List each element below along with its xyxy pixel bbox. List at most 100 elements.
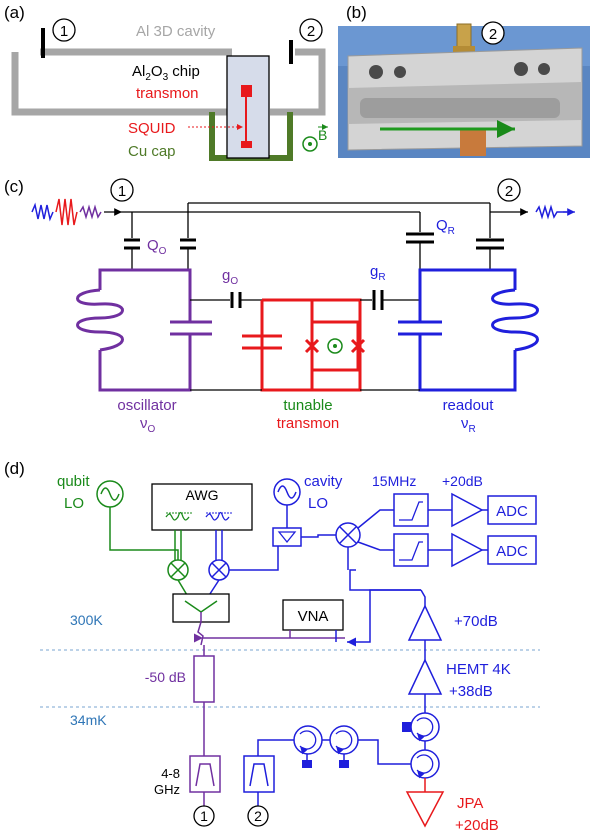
cavity-lo-to-mixer bbox=[229, 545, 279, 571]
d-port1-number: 1 bbox=[200, 808, 208, 824]
port2-circle-c bbox=[497, 178, 521, 202]
panel-b-label: (b) bbox=[346, 3, 367, 22]
filter-to-isolator bbox=[257, 739, 294, 756]
lowpass-filter-2-shape bbox=[399, 541, 423, 561]
switch-bend bbox=[197, 621, 204, 646]
copper-cap bbox=[460, 128, 486, 156]
readout-loop bbox=[418, 268, 517, 392]
attenuation-label: -50 dB bbox=[145, 669, 186, 685]
field-out-dot bbox=[308, 142, 312, 146]
awg-label: AWG bbox=[186, 487, 219, 503]
amp-20-label: +20dB bbox=[442, 473, 483, 489]
vna-label: VNA bbox=[298, 608, 329, 625]
awg-waveform-green bbox=[165, 511, 190, 521]
hemt-label: HEMT 4K bbox=[446, 661, 511, 678]
nu-r-label: νR bbox=[461, 415, 476, 435]
lowpass-filter-1-shape bbox=[399, 501, 423, 521]
output-filter-passband bbox=[249, 763, 269, 787]
transmon-pad-top bbox=[241, 85, 252, 97]
port2-number-photo: 2 bbox=[489, 26, 497, 43]
nu-o-label: νO bbox=[140, 415, 156, 435]
block-channel bbox=[360, 98, 560, 118]
panel-d: (d) 300K 34mK qubit LO AWG bbox=[4, 459, 540, 834]
isolator-1-arrow bbox=[299, 730, 317, 755]
oscillator-loop bbox=[98, 268, 192, 392]
switch-to-demod-mixer bbox=[349, 569, 421, 591]
d-port2-circle bbox=[247, 805, 269, 827]
lo-splitter-box bbox=[272, 527, 302, 547]
adc-2-label: ADC bbox=[496, 543, 528, 560]
lowpass-filter-1 bbox=[393, 493, 429, 527]
adc-1-label: ADC bbox=[496, 503, 528, 520]
upper-circulator-arrow bbox=[416, 717, 434, 742]
cavity-lo-sine bbox=[277, 485, 297, 499]
filter-15mhz-label: 15MHz bbox=[372, 473, 416, 489]
port2-circle-photo bbox=[481, 21, 505, 45]
josephson-junction-right bbox=[350, 338, 366, 354]
band-bottom: GHz bbox=[154, 782, 180, 797]
demod-to-filter1 bbox=[357, 509, 394, 529]
port2-circle bbox=[299, 18, 323, 42]
panel-c: (c) 1 2 QO QR bbox=[4, 177, 575, 435]
if-amplifier-2-icon bbox=[451, 532, 484, 568]
jpa-amplifier-icon bbox=[405, 791, 445, 828]
qubit-mixer-cross bbox=[170, 562, 186, 578]
sma-nut bbox=[453, 46, 475, 54]
jpa-gain: +20dB bbox=[455, 817, 499, 834]
temp-300k: 300K bbox=[70, 612, 103, 628]
awg-box bbox=[151, 483, 253, 531]
hole-3 bbox=[514, 62, 528, 76]
cu-cap-label: Cu cap bbox=[128, 143, 176, 160]
panel-d-label: (d) bbox=[4, 459, 25, 478]
port2-number: 2 bbox=[307, 23, 315, 40]
port1-number-c: 1 bbox=[118, 183, 126, 200]
demod-mixer-cross bbox=[339, 526, 357, 544]
output-switch bbox=[420, 589, 426, 606]
field-out-icon bbox=[302, 136, 318, 152]
cavity-lo-label: LO bbox=[308, 495, 328, 512]
adc-1-box bbox=[487, 495, 537, 525]
room-temp-amplifier-icon bbox=[407, 604, 443, 641]
cavity-mixer-cross bbox=[211, 562, 227, 578]
transmon-pad-bottom bbox=[241, 141, 252, 148]
go-label: gO bbox=[222, 267, 238, 287]
cavity-label: Al 3D cavity bbox=[136, 23, 216, 40]
gr-label: gR bbox=[370, 263, 386, 283]
hemt-amplifier-icon bbox=[407, 658, 443, 695]
tunable-label: tunable bbox=[283, 397, 332, 414]
input-filter-box bbox=[189, 755, 221, 793]
hole-1 bbox=[369, 65, 383, 79]
if-amplifier-1-icon bbox=[451, 492, 484, 528]
jpa-circulator-icon bbox=[410, 749, 440, 779]
panel-a-label: (a) bbox=[4, 3, 25, 22]
jpa-circulator-arrow bbox=[416, 754, 434, 779]
panel-b: (b) 2 bbox=[338, 3, 590, 158]
awg-waveform-blue bbox=[205, 511, 230, 521]
qubit-lo-label: LO bbox=[64, 495, 84, 512]
input-wave-red bbox=[55, 198, 78, 226]
isolator-2-arrow bbox=[335, 730, 353, 755]
qubit-lo-sine bbox=[100, 487, 120, 501]
vna-box bbox=[282, 599, 344, 631]
demod-to-filter2 bbox=[357, 541, 394, 551]
attenuator-box bbox=[193, 655, 215, 703]
port1-circle bbox=[52, 18, 76, 42]
port2-number-c: 2 bbox=[505, 183, 513, 200]
upper-circulator-termination bbox=[402, 722, 411, 732]
hole-2 bbox=[394, 66, 406, 78]
panel-a: (a) 1 2 Al 3D cavity Al2O3 chip transmon… bbox=[4, 3, 328, 161]
adc-2-box bbox=[487, 535, 537, 565]
hemt-gain: +38dB bbox=[449, 683, 493, 700]
qubit-lo-wire bbox=[109, 507, 179, 560]
field-label: B bbox=[318, 127, 327, 143]
input-wave-blue bbox=[31, 202, 54, 222]
port1-number: 1 bbox=[60, 23, 68, 40]
band-top: 4-8 bbox=[161, 766, 180, 781]
isolator-2-termination bbox=[339, 760, 349, 768]
jpa-label: JPA bbox=[457, 795, 483, 812]
qr-label: QR bbox=[436, 217, 455, 237]
input-wave-purple bbox=[79, 204, 102, 220]
isolator-1-icon bbox=[293, 725, 323, 755]
switch-to-vna bbox=[347, 589, 421, 647]
